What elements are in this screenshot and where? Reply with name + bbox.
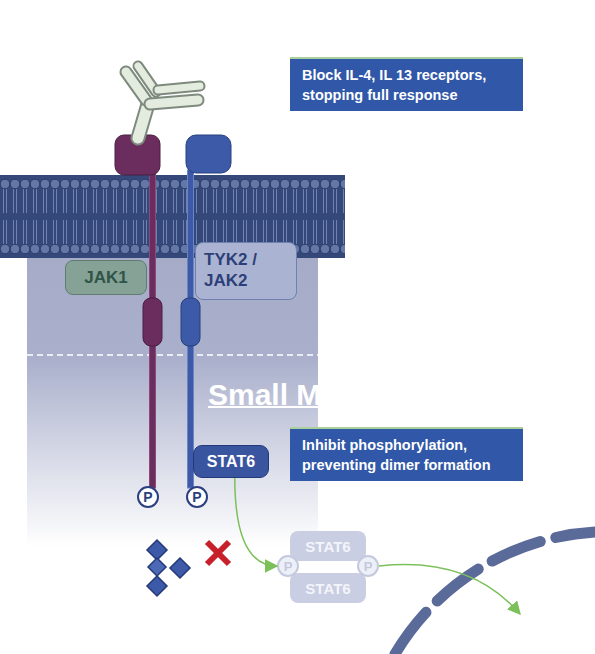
nucleus-envelope (395, 532, 595, 654)
receptor-segment (143, 298, 162, 346)
node-text: STAT6 (305, 538, 350, 555)
kinase-box: TYK2 / JAK2 (195, 242, 297, 300)
phosphate-circle: P (137, 486, 159, 508)
signal-arrow (235, 478, 277, 566)
node-text: Inhibit phosphorylation, preventing dime… (302, 437, 491, 473)
node-text: P (284, 559, 293, 574)
node-text: P (364, 559, 373, 574)
faded-phosphate-circle: P (357, 555, 379, 577)
node-text: STAT6 (207, 453, 255, 471)
callout-box: Inhibit phosphorylation, preventing dime… (290, 427, 523, 481)
antibody (126, 66, 200, 138)
phosphate-circle: P (186, 486, 208, 508)
node-text: TYK2 / JAK2 (204, 250, 257, 290)
node-text: STAT6 (305, 580, 350, 597)
node-text: P (143, 489, 152, 505)
divider-line (27, 354, 318, 356)
faded-stat-box: STAT6 (290, 573, 366, 603)
callout-box: Block IL-4, IL 13 receptors, stopping fu… (290, 57, 523, 111)
stat-box: STAT6 (193, 445, 269, 478)
faded-stat-box: STAT6 (290, 531, 366, 561)
receptor-segment (181, 298, 200, 346)
receptor-cap (186, 135, 231, 173)
node-text: JAK1 (84, 268, 127, 288)
faded-phosphate-circle: P (277, 555, 299, 577)
node-text: P (192, 489, 201, 505)
small-molecule (147, 540, 190, 596)
kinase-box: JAK1 (65, 260, 147, 295)
nuclear-arrow (379, 565, 520, 614)
inhibition-cross (207, 542, 229, 564)
node-text: Block IL-4, IL 13 receptors, stopping fu… (302, 67, 486, 103)
section-label: Small M (208, 378, 321, 412)
